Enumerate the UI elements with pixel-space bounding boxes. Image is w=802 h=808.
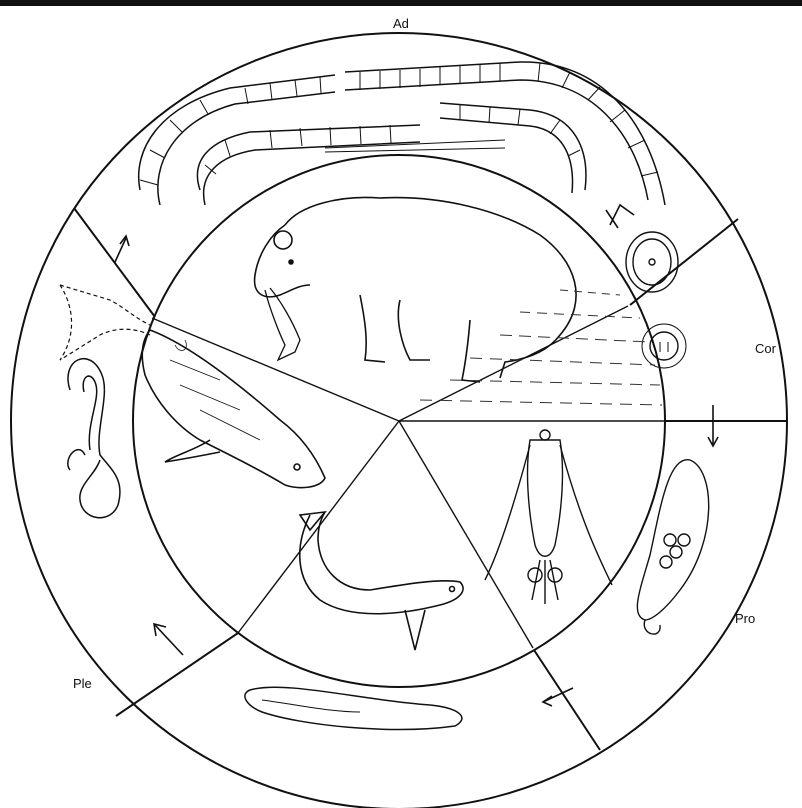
bear-icon (255, 197, 577, 382)
divider-procercoid-plerocercoid (534, 650, 600, 750)
arrow-icon (115, 236, 129, 262)
dashed-fish-outline (60, 285, 150, 360)
coracidium-icon (642, 324, 686, 368)
copepod-icon (485, 430, 612, 604)
adult-tapeworm-icon (139, 62, 665, 205)
plerocercoid-bottom-icon (245, 687, 462, 729)
small-fish-icon (265, 288, 300, 360)
arrow-icon (154, 624, 183, 655)
divider-plerocercoid-adult (116, 633, 238, 716)
egg-icon (626, 232, 678, 292)
label-procercoid: Pro (735, 611, 755, 626)
divider-adult-plerocercoid (74, 208, 155, 317)
label-coracidium: Cor (755, 341, 777, 356)
label-adult: Ad (393, 16, 409, 31)
procercoid-icon (637, 460, 708, 634)
trout-icon (300, 512, 463, 650)
label-plerocercoid: Ple (73, 676, 92, 691)
arrow-icon (708, 405, 718, 446)
large-fish-icon (142, 330, 325, 488)
inner-divider-4 (399, 421, 533, 648)
inner-divider-1 (152, 318, 399, 421)
divider-adult-coracidium (630, 219, 738, 305)
adult-tapeworm-segments (140, 63, 658, 185)
plerocercoid-left-icon (68, 359, 120, 518)
inner-divider-2 (399, 306, 628, 421)
arrow-icon (606, 205, 634, 228)
